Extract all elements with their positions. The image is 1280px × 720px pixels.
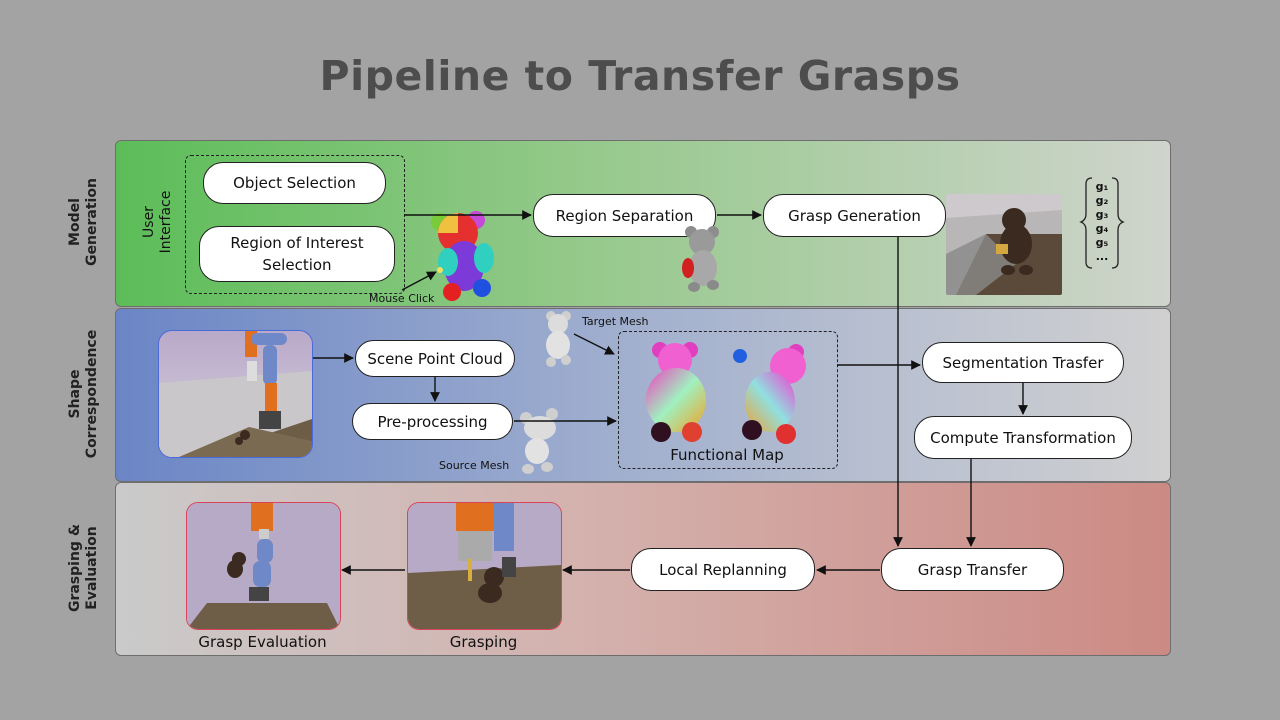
functional-map-label: Functional Map (670, 446, 784, 464)
grasp-item: g₃ (1095, 208, 1109, 221)
target-mesh-label: Target Mesh (582, 315, 649, 328)
colored-bear-mesh (431, 211, 494, 301)
target-mesh-bear (546, 311, 571, 367)
grasp-item: g₂ (1095, 194, 1109, 207)
grasp-list: g₁ g₂ g₃ g₄ g₅ ... (1094, 180, 1110, 264)
grasping-image (408, 503, 561, 629)
grasp-item: g₅ (1095, 236, 1109, 249)
grasp-evaluation-photo (186, 502, 341, 630)
grasp-evaluation-image (187, 503, 340, 629)
scene-point-cloud-node[interactable]: Scene Point Cloud (355, 340, 515, 377)
brace-left (1079, 177, 1093, 269)
grasp-generation-node[interactable]: Grasp Generation (763, 194, 946, 237)
roi-selection-node[interactable]: Region of Interest Selection (199, 226, 395, 282)
grasp-transfer-node[interactable]: Grasp Transfer (881, 548, 1064, 591)
grasping-label: Grasping (449, 633, 518, 651)
roi-line: Region of Interest (230, 234, 364, 252)
functional-map-bears (646, 342, 806, 444)
grasping-photo (407, 502, 562, 630)
bear-grasp-image (946, 194, 1062, 295)
brace-right (1111, 177, 1125, 269)
mouse-click-label: Mouse Click (369, 292, 435, 305)
segmentation-transfer-node[interactable]: Segmentation Trasfer (922, 342, 1124, 383)
region-separation-node[interactable]: Region Separation (533, 194, 716, 237)
segmented-bear-mesh (682, 226, 719, 292)
source-mesh-label: Source Mesh (439, 459, 510, 472)
source-mesh-bear (520, 408, 558, 474)
grasp-item: ... (1095, 250, 1109, 263)
local-replanning-node[interactable]: Local Replanning (631, 548, 815, 591)
robot-scene-photo (158, 330, 313, 458)
robot-scene-image (159, 331, 312, 457)
roi-line: Selection (262, 256, 332, 274)
functional-map-group (618, 331, 838, 469)
object-selection-node[interactable]: Object Selection (203, 162, 386, 204)
arrows (313, 210, 1028, 575)
grasp-evaluation-label: Grasp Evaluation (198, 633, 327, 651)
user-interface-group (185, 155, 405, 294)
grasp-item: g₁ (1095, 180, 1109, 193)
grasp-generation-photo (946, 194, 1062, 295)
diagram-title: Pipeline to Transfer Grasps (319, 52, 961, 100)
compute-transformation-node[interactable]: Compute Transformation (914, 416, 1132, 459)
grasp-item: g₄ (1095, 222, 1109, 235)
preprocessing-node[interactable]: Pre-processing (352, 403, 513, 440)
